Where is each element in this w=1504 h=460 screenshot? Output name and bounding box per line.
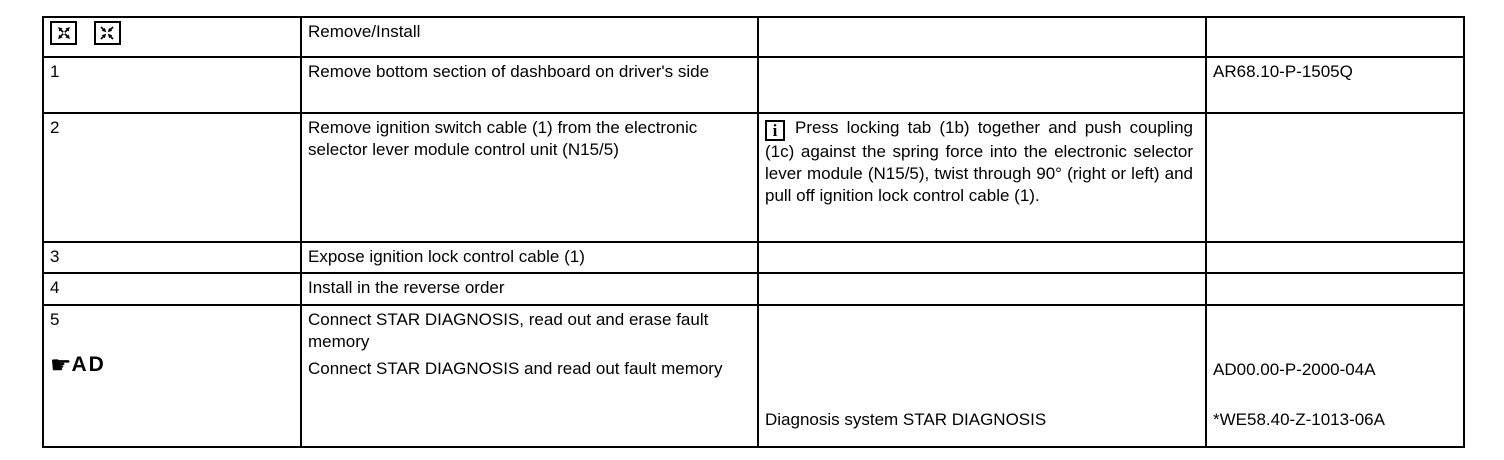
step-number: 4 xyxy=(50,278,60,297)
table-row: 1 Remove bottom section of dashboard on … xyxy=(42,56,1465,114)
step-note-cell: Diagnosis system STAR DIAGNOSIS xyxy=(757,304,1207,448)
info-icon: i xyxy=(765,120,785,141)
step-ref-cell xyxy=(1205,241,1465,274)
procedure-table-container: Remove/Install 1 Remove bottom section o… xyxy=(42,16,1465,448)
table-header-row: Remove/Install xyxy=(42,16,1465,58)
table-row: 3 Expose ignition lock control cable (1) xyxy=(42,241,1465,274)
step-number: 5 xyxy=(50,310,60,329)
step-description: Install in the reverse order xyxy=(308,278,505,297)
step-note-cell xyxy=(757,56,1207,114)
step-description-cell: Remove bottom section of dashboard on dr… xyxy=(300,56,759,114)
document-reference: AD00.00-P-2000-04A xyxy=(1213,360,1376,379)
step-ref-cell: AD00.00-P-2000-04A *WE58.40-Z-1013-06A xyxy=(1205,304,1465,448)
step-ref-cell: AR68.10-P-1505Q xyxy=(1205,56,1465,114)
table-row: 5 ☛AD Connect STAR DIAGNOSIS, read out a… xyxy=(42,304,1465,448)
table-title: Remove/Install xyxy=(308,22,421,41)
step-ref-cell xyxy=(1205,112,1465,243)
step-number-cell: 5 ☛AD xyxy=(42,304,302,448)
step-number: 2 xyxy=(50,118,60,137)
step-note-cell xyxy=(757,272,1207,306)
hand-ad-symbol: ☛AD xyxy=(50,354,106,378)
step-description: Connect STAR DIAGNOSIS and read out faul… xyxy=(308,359,723,378)
header-icons-cell xyxy=(42,16,302,58)
table-row: 2 Remove ignition switch cable (1) from … xyxy=(42,112,1465,243)
step-description: Connect STAR DIAGNOSIS, read out and era… xyxy=(308,310,709,351)
step-description-cell: Install in the reverse order xyxy=(300,272,759,306)
document-reference: *WE58.40-Z-1013-06A xyxy=(1213,410,1385,429)
step-number-cell: 2 xyxy=(42,112,302,243)
step-note-cell xyxy=(757,241,1207,274)
expand-all-icon[interactable] xyxy=(50,21,77,45)
step-description-cell: Connect STAR DIAGNOSIS, read out and era… xyxy=(300,304,759,448)
header-note-cell xyxy=(757,16,1207,58)
step-number: 3 xyxy=(50,247,60,266)
step-description-cell: Remove ignition switch cable (1) from th… xyxy=(300,112,759,243)
step-description: Remove bottom section of dashboard on dr… xyxy=(308,62,710,81)
step-number-cell: 4 xyxy=(42,272,302,306)
step-description: Expose ignition lock control cable (1) xyxy=(308,247,585,266)
step-description: Remove ignition switch cable (1) from th… xyxy=(308,118,698,159)
step-number-cell: 3 xyxy=(42,241,302,274)
step-ref-cell xyxy=(1205,272,1465,306)
collapse-all-icon[interactable] xyxy=(93,21,121,45)
step-number: 1 xyxy=(50,62,60,81)
header-title-cell: Remove/Install xyxy=(300,16,759,58)
diagnosis-system-note: Diagnosis system STAR DIAGNOSIS xyxy=(765,410,1047,429)
ad-symbol-label: AD xyxy=(71,353,106,376)
document-reference: AR68.10-P-1505Q xyxy=(1213,62,1353,81)
step-description-cell: Expose ignition lock control cable (1) xyxy=(300,241,759,274)
remove-install-procedure-table: Remove/Install 1 Remove bottom section o… xyxy=(42,16,1465,448)
pointing-hand-icon: ☛ xyxy=(50,352,72,379)
step-number-cell: 1 xyxy=(42,56,302,114)
header-ref-cell xyxy=(1205,16,1465,58)
table-row: 4 Install in the reverse order xyxy=(42,272,1465,306)
info-note-text: Press locking tab (1b) together and push… xyxy=(765,118,1193,205)
